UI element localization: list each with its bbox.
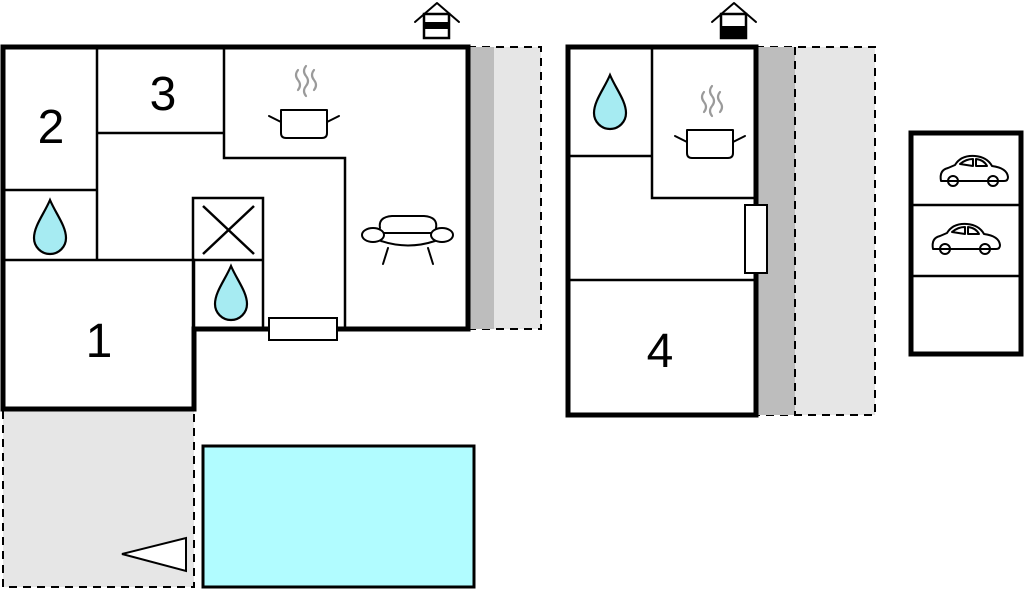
room-label-1: 1 bbox=[86, 315, 113, 368]
room-label-2: 2 bbox=[38, 101, 65, 154]
room-label-4: 4 bbox=[647, 325, 674, 378]
water-drop-icon bbox=[213, 263, 249, 322]
car-icon bbox=[939, 154, 1009, 187]
sofa-icon bbox=[361, 215, 454, 265]
cooking-pot-icon bbox=[674, 84, 746, 159]
window-icon bbox=[268, 317, 338, 341]
triangle-arrow-icon bbox=[121, 536, 187, 573]
cooking-pot-icon bbox=[268, 64, 340, 139]
parking-area bbox=[908, 130, 1024, 357]
cross-box-icon bbox=[202, 205, 255, 255]
house-entrance-icon bbox=[414, 2, 460, 40]
water-drop-icon bbox=[32, 197, 68, 256]
room-label-3: 3 bbox=[150, 68, 177, 121]
swimming-pool bbox=[201, 444, 476, 589]
covered-strip-left-house bbox=[469, 47, 494, 329]
car-icon bbox=[931, 222, 1001, 255]
water-drop-icon bbox=[592, 72, 628, 131]
house-entrance-icon bbox=[711, 2, 757, 40]
window-icon bbox=[744, 204, 768, 274]
left-house bbox=[0, 44, 471, 412]
